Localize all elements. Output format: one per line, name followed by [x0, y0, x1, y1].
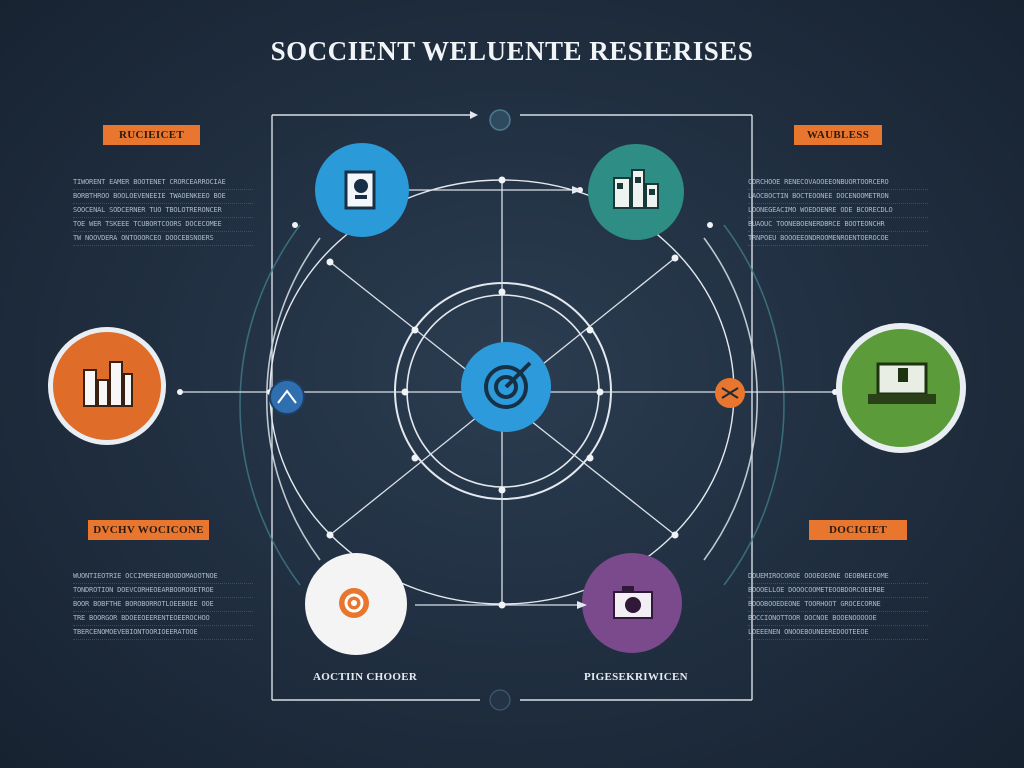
center-node: [461, 342, 551, 432]
frame: [271, 114, 753, 701]
text-line: CORCHOOE RENECOVAOOEEONBUORTOORCERO: [748, 176, 928, 190]
right-node: [836, 323, 966, 453]
text-line: BOOOELLOE DOOOCOOMETEOOBDORCOEERBE: [748, 584, 928, 598]
text-line: DOUEMIROCOROE OOOEOEONE OEOBNEECOME: [748, 570, 928, 584]
bar-chart-icon: [83, 361, 133, 407]
text-line: SOOCENAL SODCERNER TUO TBOLOTRERONCER: [73, 204, 253, 218]
top-right-node: [588, 144, 684, 240]
label-bottom-left: DVCHV WOCICONE: [88, 520, 209, 540]
page-title: SOCCIENT WELUENTE RESIERISES: [270, 36, 754, 66]
caption-bottom-left: AOCTIIN CHOOER: [313, 671, 418, 683]
text-line: TW NOOVDERA ONTOOORCEO DOOCEBSNOERS: [73, 232, 253, 246]
top-left-node: [315, 143, 409, 237]
text-line: BOOR BOBFTHE BOROBORROTLOEEBOEE OOE: [73, 598, 253, 612]
left-node: [48, 327, 166, 445]
text-line: TONDROTION DOEVCORHEOEARBOOROOETROE: [73, 584, 253, 598]
text-block-bottom-right: DOUEMIROCOROE OOOEOEONE OEOBNEECOME BOOO…: [748, 570, 928, 640]
bottom-right-node: [582, 553, 682, 653]
text-line: BORBTHROO BOOLOEVENEEIE TWAOENKEEO BOE: [73, 190, 253, 204]
text-line: TRNPOEU BOOOEEONDROOMENROENTOEROCOE: [748, 232, 928, 246]
text-line: BOOOBOOEDEONE TOORHOOT GROCECORNE: [748, 598, 928, 612]
target-icon: [484, 361, 532, 409]
outer-arcs: [239, 224, 785, 586]
text-line: TRE BOORGOR BDOEEOEERENTEOEEROCHOO: [73, 612, 253, 626]
building-icon: [613, 169, 659, 209]
text-line: TOE WER TSKEEE TCUBORTCOORS DOCECOMEE: [73, 218, 253, 232]
text-line: LOEEENEN ONOOEBOUNEEREDOOTEEOE: [748, 626, 928, 640]
text-line: TIWORENT EAMER BOOTENET CRORCEARROCIAE: [73, 176, 253, 190]
document-icon: [344, 170, 376, 210]
label-top-right: WAUBLESS: [794, 125, 882, 145]
text-block-bottom-left: WUONTIEOTRIE OCCIMEREEOBOODOMAOOTNOE TON…: [73, 570, 253, 640]
text-line: BOCCIONOTTOOR DOCNOE BOOENOOOOOE: [748, 612, 928, 626]
right-hub-node: [715, 378, 745, 408]
label-bottom-right: DOCICIET: [809, 520, 907, 540]
left-hub-node: [269, 379, 305, 415]
text-block-top-left: TIWORENT EAMER BOOTENET CRORCEARROCIAE B…: [73, 176, 253, 246]
text-line: LAOCBOCTIN BOCTEOONEE DOCENOOMETRON: [748, 190, 928, 204]
text-line: WUONTIEOTRIE OCCIMEREEOBOODOMAOOTNOE: [73, 570, 253, 584]
text-line: LOONEGEACIMO WOEDOENRE ODE BCORECDLO: [748, 204, 928, 218]
camera-icon: [613, 586, 653, 619]
bottom-left-node: [305, 553, 407, 655]
caption-bottom-right: PIGESEKRIWICEN: [584, 671, 688, 683]
label-top-left: RUCIEICET: [103, 125, 200, 145]
swirl-icon: [339, 588, 369, 618]
text-block-top-right: CORCHOOE RENECOVAOOEEONBUORTOORCERO LAOC…: [748, 176, 928, 246]
text-line: BUAOUC TOONEBOENERDBRCE BOOTEONCHR: [748, 218, 928, 232]
text-line: TBERCENOMOEVEBIONTOORIOEERATOOE: [73, 626, 253, 640]
top-connector-dot: [489, 109, 511, 131]
connector-arrows: [470, 111, 587, 609]
bottom-connector-dot: [489, 689, 511, 711]
laptop-icon: [868, 362, 936, 404]
